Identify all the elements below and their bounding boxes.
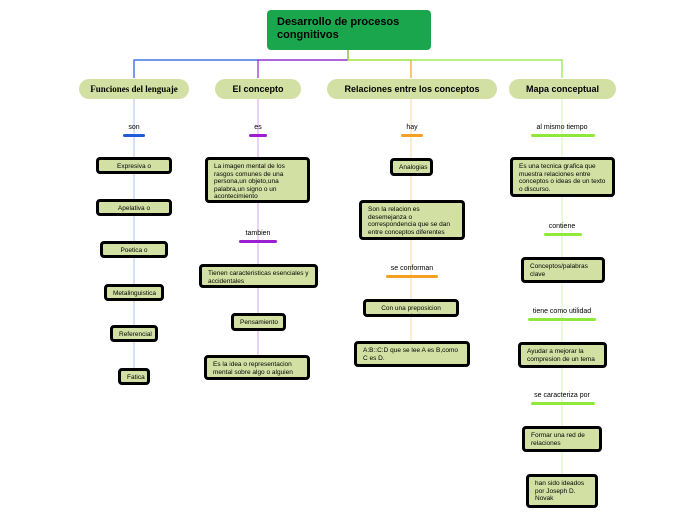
label-hay: hay xyxy=(406,124,418,131)
branch-funciones-del-lenguaje[interactable]: Funciones del lenguaje xyxy=(79,79,189,99)
node-imagen-mental[interactable]: La imagen mental de los rasgos comunes d… xyxy=(205,157,310,203)
branch-mapa-conceptual[interactable]: Mapa conceptual xyxy=(509,79,616,99)
label-son: son xyxy=(128,124,140,131)
node-poetica[interactable]: Poetica o estetica xyxy=(100,241,168,258)
label-al-mismo-tiempo: al mismo tiempo xyxy=(536,124,588,131)
branch-color-bar xyxy=(401,134,423,137)
node-fatica[interactable]: Fatica xyxy=(118,368,150,385)
label-se-conforman: se conforman xyxy=(390,265,434,272)
node-mejorar-compresion[interactable]: Ayudar a mejorar la compresion de un tem… xyxy=(518,342,607,368)
branch-color-bar xyxy=(531,402,595,405)
label-se-caracteriza-por: se caracteriza por xyxy=(534,392,590,399)
root-topic[interactable]: Desarrollo de procesos congnitivos xyxy=(267,10,431,50)
label-es: es xyxy=(254,124,262,131)
node-tecnica-grafica[interactable]: Es una tecnica grafica que muestra relac… xyxy=(510,157,615,197)
node-pensamiento[interactable]: Pensamiento xyxy=(231,313,286,331)
label-tambien: tambien xyxy=(245,230,271,237)
node-referencial[interactable]: Referencial xyxy=(110,325,158,342)
branch-color-bar xyxy=(386,275,438,278)
label-contiene: contiene xyxy=(548,223,576,230)
node-analogias[interactable]: Analogias xyxy=(390,158,433,176)
node-relacion-semejanza[interactable]: Son la relacion es desemejanza o corresp… xyxy=(359,200,465,240)
branch-color-bar xyxy=(239,240,277,243)
branch-color-bar xyxy=(531,134,595,137)
node-metalinguistica[interactable]: Metalinguistica xyxy=(104,284,164,301)
branch-color-bar xyxy=(544,233,582,236)
branch-color-bar xyxy=(528,318,596,321)
branch-color-bar xyxy=(123,134,145,137)
node-apelativa[interactable]: Apelativa o conativa xyxy=(96,199,172,216)
node-idea-representacion[interactable]: Es la idea o representacion mental sobre… xyxy=(204,355,310,380)
node-conceptos-palabras[interactable]: Conceptos/palabras clave xyxy=(521,257,605,283)
node-joseph-novak[interactable]: han sido ideados por Joseph D. Novak xyxy=(526,474,598,508)
label-tiene-como-utilidad: tiene como utilidad xyxy=(532,308,592,315)
branch-relaciones-entre-los-conceptos[interactable]: Relaciones entre los conceptos xyxy=(327,79,497,99)
branch-el-concepto[interactable]: El concepto xyxy=(215,79,301,99)
node-abcd[interactable]: A:B::C:D que se lee A es B,como C es D. xyxy=(354,341,470,367)
node-preposicion-verbal[interactable]: Con una preposicion verbal xyxy=(363,299,459,317)
branch-color-bar xyxy=(249,134,267,137)
node-red-relaciones[interactable]: Formar una red de relaciones xyxy=(522,426,602,452)
node-caracteristicas[interactable]: Tienen caracteristicas esenciales y acci… xyxy=(199,264,318,288)
node-expresiva[interactable]: Expresiva o emotiva xyxy=(96,157,172,174)
